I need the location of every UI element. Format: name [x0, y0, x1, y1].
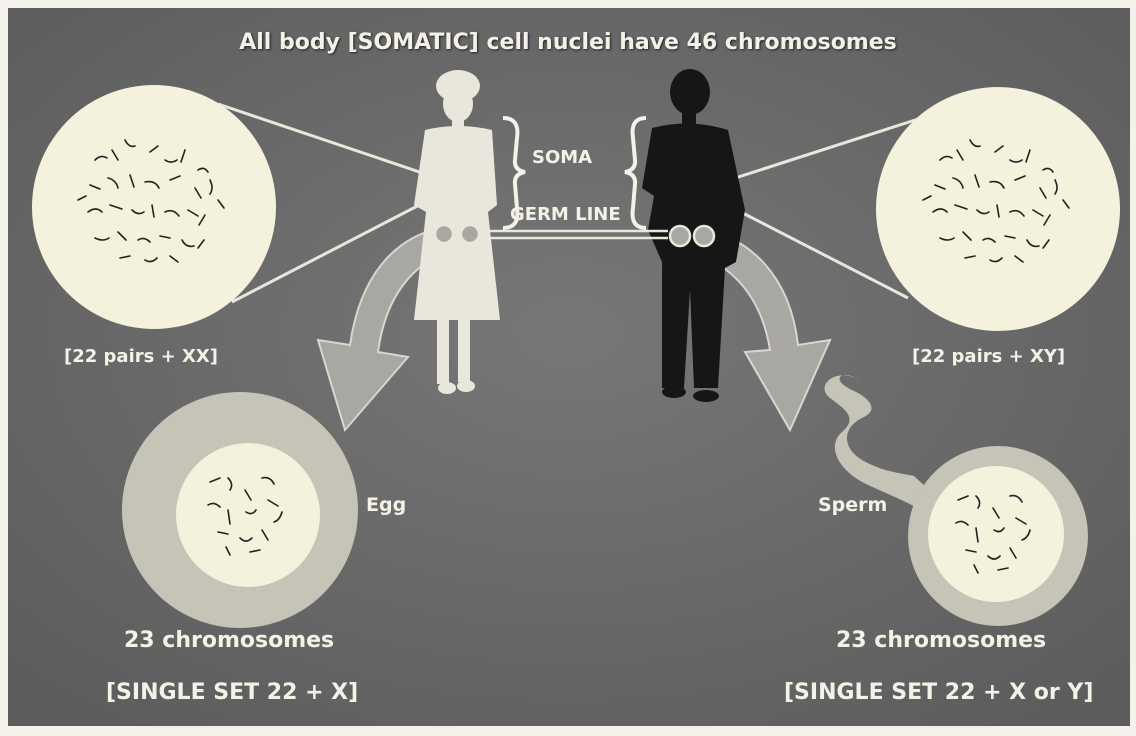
soma-label: SOMA	[532, 147, 592, 168]
diagram-title: All body [SOMATIC] cell nuclei have 46 c…	[0, 30, 1136, 55]
sperm-chromosome-set: [SINGLE SET 22 + X or Y]	[784, 680, 1093, 705]
male-somatic-label: [22 pairs + XY]	[912, 346, 1065, 367]
egg-chromosome-set: [SINGLE SET 22 + X]	[106, 680, 358, 705]
egg-nucleus	[176, 443, 320, 587]
sperm-chromosome-count: 23 chromosomes	[836, 628, 1046, 653]
sperm-nucleus	[928, 466, 1064, 602]
egg-chromosome-count: 23 chromosomes	[124, 628, 334, 653]
egg-label: Egg	[366, 494, 406, 516]
sperm-label: Sperm	[818, 494, 887, 516]
germ-line-label: GERM LINE	[510, 204, 621, 225]
female-somatic-cell	[32, 85, 276, 329]
female-somatic-label: [22 pairs + XX]	[64, 346, 218, 367]
